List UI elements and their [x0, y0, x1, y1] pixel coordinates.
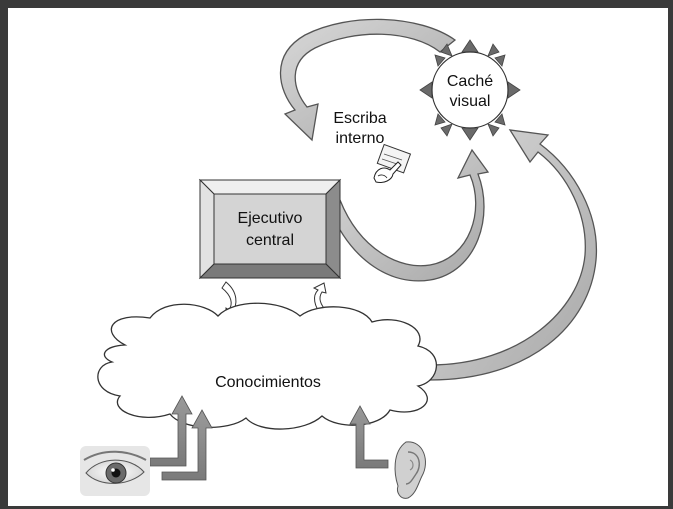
cache-label-line2: visual: [450, 93, 491, 110]
knowledge-label: Conocimientos: [215, 374, 321, 391]
inner-scribe: Escriba interno: [333, 110, 386, 147]
executive-label-line1: Ejecutivo: [238, 210, 303, 227]
eye-icon: [80, 446, 150, 496]
ear-icon: [394, 441, 426, 499]
knowledge-to-cache-arrow: [429, 129, 598, 381]
eye-arrow-1: [149, 395, 193, 467]
knowledge-cloud: Conocimientos: [97, 302, 438, 430]
eye-arrow-2: [161, 409, 213, 481]
visual-cache: Caché visual: [419, 39, 521, 141]
scribe-label-line2: interno: [336, 130, 385, 147]
cache-label-line1: Caché: [447, 73, 493, 90]
writing-hand-icon: [373, 143, 412, 183]
central-executive-box: Ejecutivo central: [198, 178, 342, 280]
eye-input-arrows: [149, 395, 213, 481]
executive-label-line2: central: [246, 232, 294, 249]
knowledge-to-exec-arrow: [312, 282, 328, 317]
scribe-label-line1: Escriba: [333, 110, 386, 127]
ear-input-arrow: [349, 405, 389, 469]
scribe-loop-arrow: [279, 18, 490, 282]
